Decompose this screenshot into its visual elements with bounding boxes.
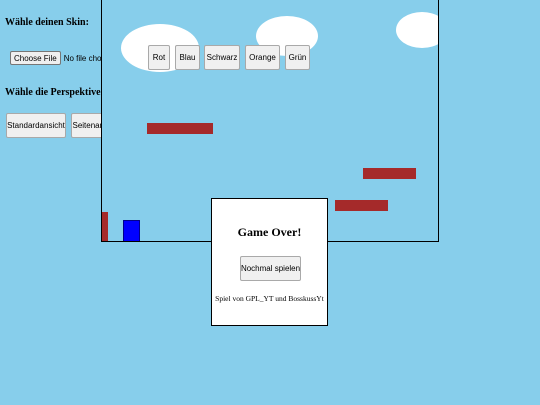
color-green-button[interactable]: Grün: [285, 45, 310, 70]
platform: [102, 212, 108, 241]
perspective-heading: Wähle die Perspektive:: [5, 87, 104, 98]
color-red-button[interactable]: Rot: [148, 45, 170, 70]
color-black-button[interactable]: Schwarz: [204, 45, 240, 70]
choose-file-button[interactable]: Choose File: [10, 51, 61, 65]
platform: [147, 123, 213, 134]
game-over-title: Game Over!: [237, 225, 302, 239]
restart-button[interactable]: Nochmal spielen: [240, 256, 301, 281]
color-orange-button[interactable]: Orange: [245, 45, 280, 70]
platform: [335, 200, 388, 211]
standard-view-button[interactable]: Standardansicht: [6, 113, 66, 138]
game-over-dialog: Game Over! Nochmal spielen Spiel von GPL…: [211, 198, 328, 326]
color-blue-button[interactable]: Blau: [175, 45, 200, 70]
skin-file-picker: Choose File No file chosen: [10, 51, 114, 65]
platform: [363, 168, 416, 179]
file-status-text: No file chosen: [63, 53, 115, 63]
skin-heading: Wähle deinen Skin:: [5, 17, 89, 28]
player-block: [123, 220, 140, 241]
credit-text: Spiel von GPL_YT und BosskussYt: [215, 294, 324, 303]
cloud: [396, 12, 438, 48]
